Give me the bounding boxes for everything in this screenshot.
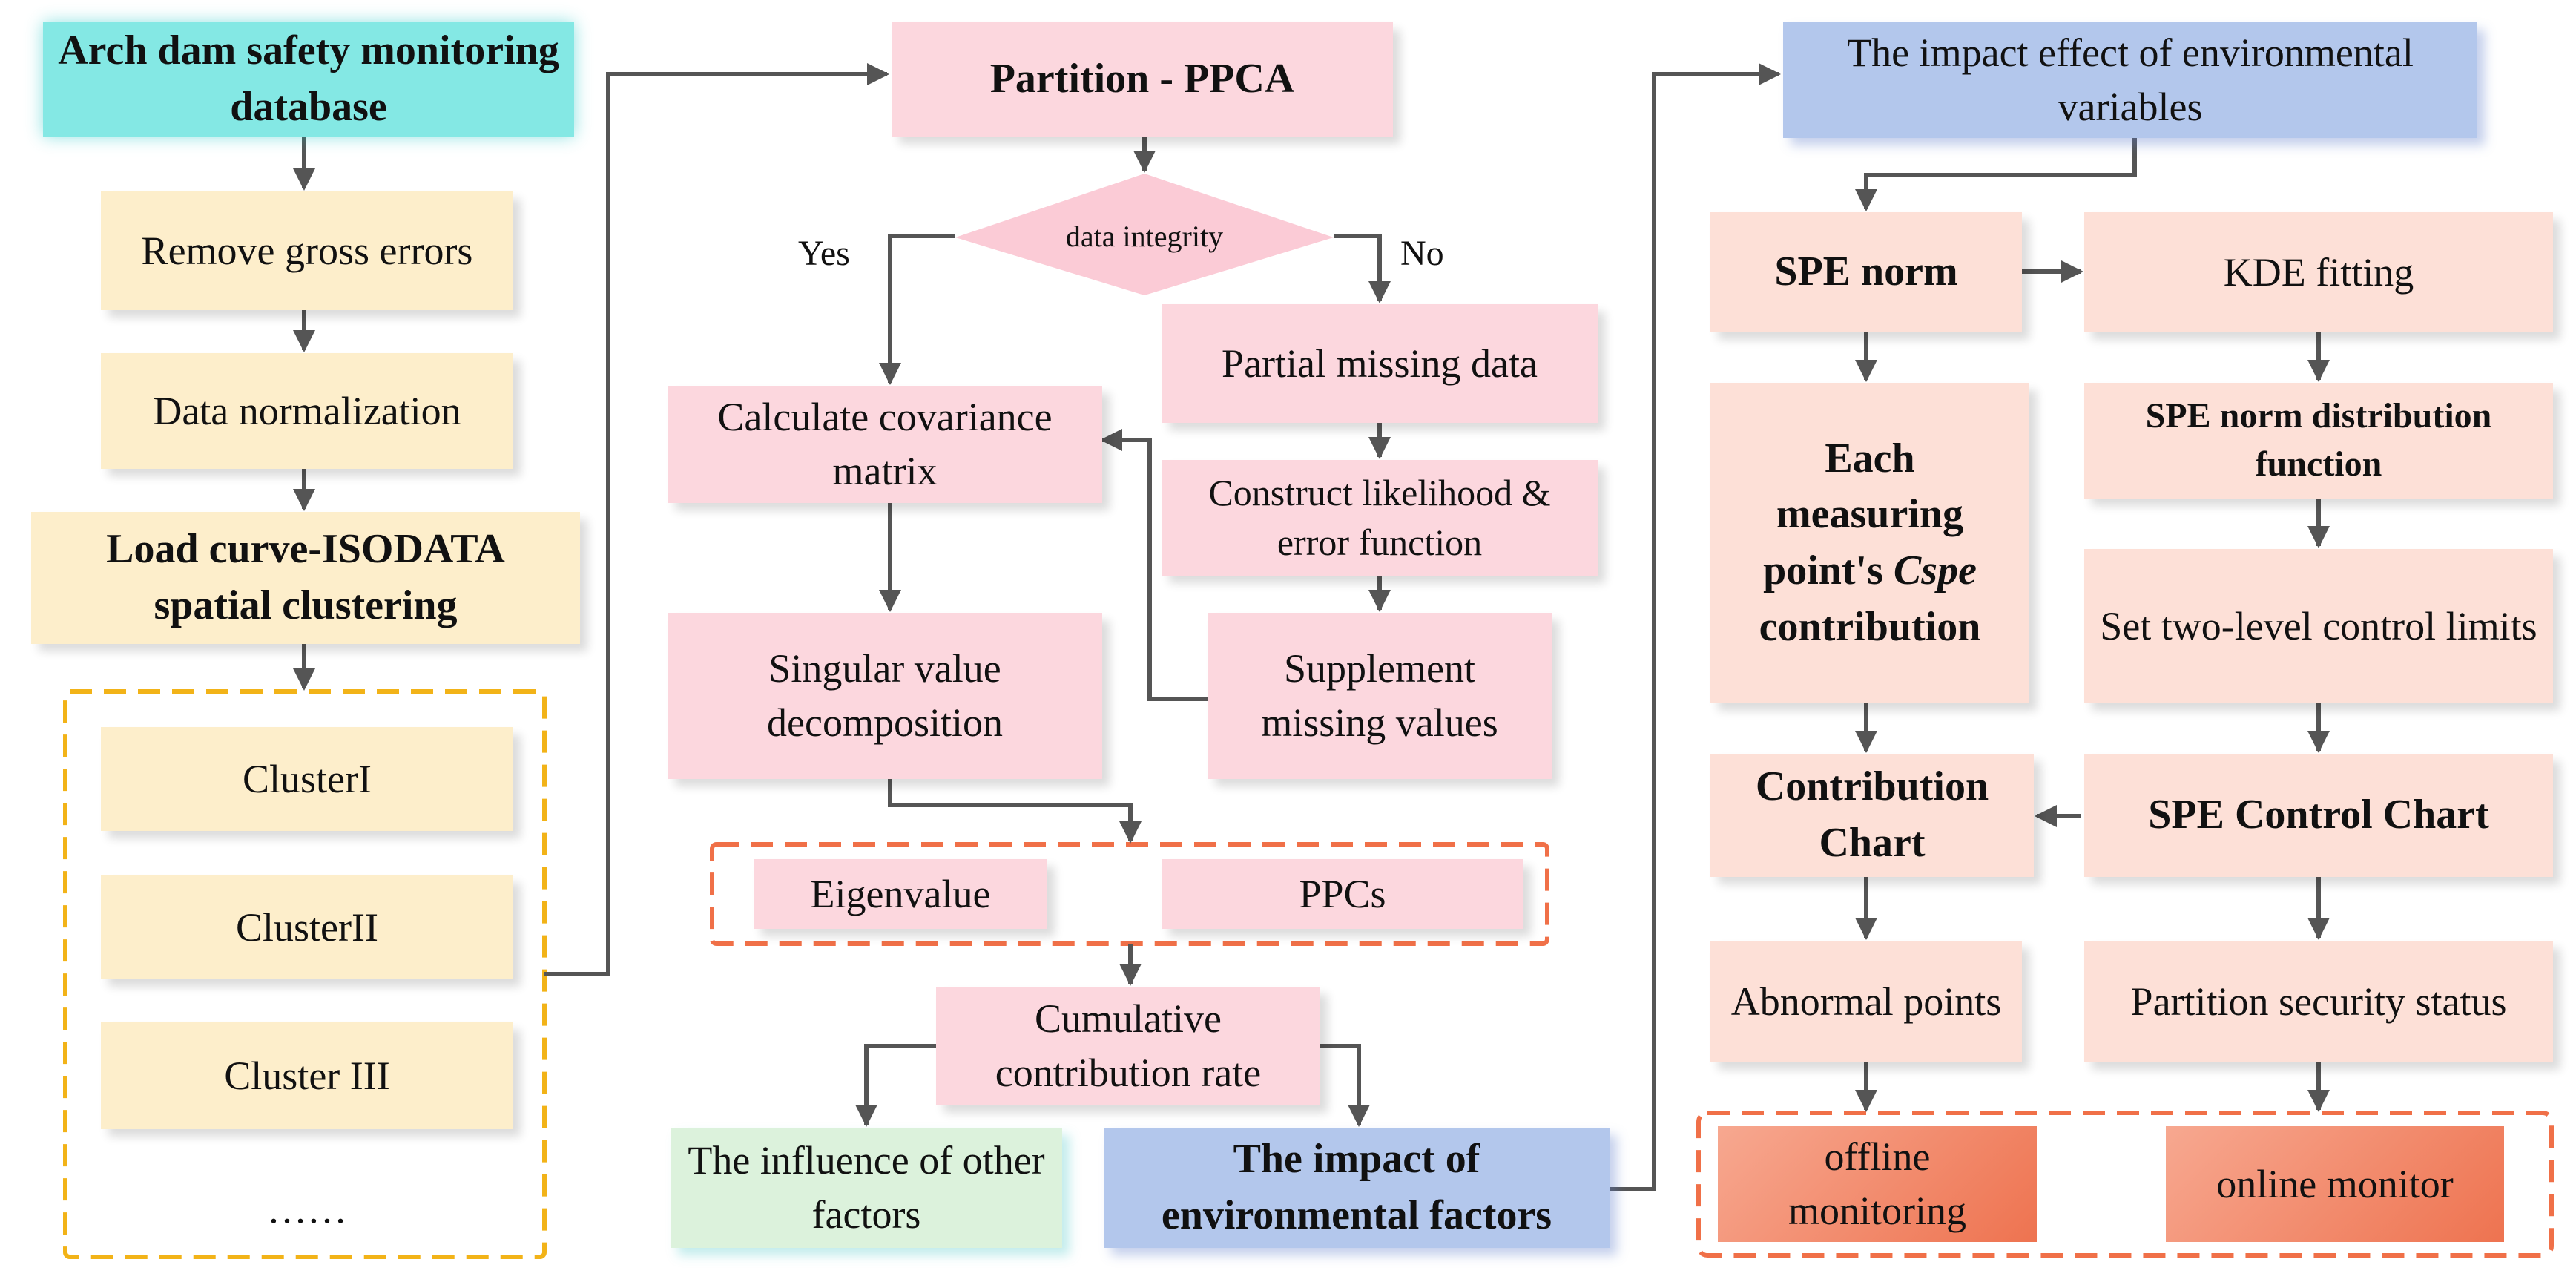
measuring-point-contribution-text: Each measuring point's Cspe contribution bbox=[1740, 431, 2000, 655]
ppcs-box: PPCs bbox=[1162, 859, 1523, 929]
security-status-box: Partition security status bbox=[2084, 941, 2553, 1062]
impact-effect-box: The impact effect of environmental varia… bbox=[1783, 22, 2477, 138]
eigenvalue-box: Eigenvalue bbox=[754, 859, 1047, 929]
clustering-box: Load curve-ISODATA spatial clustering bbox=[31, 512, 580, 644]
kde-fitting-box: KDE fitting bbox=[2084, 212, 2553, 332]
likelihood-box: Construct likelihood & error function bbox=[1162, 460, 1598, 576]
offline-monitoring-box: offline monitoring bbox=[1718, 1126, 2037, 1242]
contribution-chart-box: Contribution Chart bbox=[1710, 754, 2034, 877]
monitor-frame bbox=[1696, 1111, 2554, 1258]
covariance-matrix-box: Calculate covariance matrix bbox=[668, 386, 1102, 503]
cluster-2-box: ClusterII bbox=[101, 875, 513, 979]
partial-missing-data-box: Partial missing data bbox=[1162, 304, 1598, 423]
supplement-missing-box: Supplement missing values bbox=[1208, 613, 1552, 779]
data-normalization-box: Data normalization bbox=[101, 353, 513, 469]
data-integrity-diamond bbox=[955, 174, 1334, 295]
spe-control-chart-box: SPE Control Chart bbox=[2084, 754, 2553, 877]
measuring-point-suffix: contribution bbox=[1759, 603, 1981, 650]
data-integrity-label: data integrity bbox=[1065, 220, 1224, 253]
measuring-point-prefix: Each measuring point's bbox=[1763, 435, 1963, 594]
arrow-svd-to-frame bbox=[888, 779, 1142, 844]
partition-ppca-box: Partition - PPCA bbox=[892, 22, 1393, 137]
arrow-frame-to-partition bbox=[544, 63, 889, 976]
online-monitor-box: online monitor bbox=[2166, 1126, 2504, 1242]
yes-label: Yes bbox=[798, 234, 850, 273]
measuring-point-contribution-box: Each measuring point's Cspe contribution bbox=[1710, 383, 2029, 703]
cluster-1-box: ClusterI bbox=[101, 727, 513, 831]
other-factors-box: The influence of other factors bbox=[671, 1128, 1062, 1248]
remove-gross-errors-box: Remove gross errors bbox=[101, 191, 513, 310]
arrow-diamond-yes bbox=[879, 234, 955, 385]
no-label: No bbox=[1400, 234, 1444, 273]
spe-norm-box: SPE norm bbox=[1710, 212, 2022, 332]
cspe-italic: Cspe bbox=[1893, 548, 1977, 594]
arrow-supplement-to-covariance bbox=[1100, 429, 1208, 701]
cluster-ellipsis: …… bbox=[267, 1186, 347, 1232]
arrow-diamond-no bbox=[1334, 234, 1391, 303]
arrow-cumulative-to-env bbox=[1320, 1044, 1370, 1127]
cumulative-contribution-box: Cumulative contribution rate bbox=[936, 987, 1320, 1105]
arrow-env-to-impact-effect bbox=[1610, 63, 1781, 1191]
arrow-impact-to-spe bbox=[1855, 138, 2137, 211]
svd-box: Singular value decomposition bbox=[668, 613, 1102, 779]
spe-distribution-box: SPE norm distribution function bbox=[2084, 383, 2553, 499]
database-box: Arch dam safety monitoring database bbox=[43, 22, 574, 137]
arrow-cumulative-to-other bbox=[855, 1044, 936, 1127]
abnormal-points-box: Abnormal points bbox=[1710, 941, 2022, 1062]
control-limits-box: Set two-level control limits bbox=[2084, 549, 2553, 703]
environmental-factors-box: The impact of environmental factors bbox=[1104, 1128, 1610, 1248]
cluster-3-box: Cluster III bbox=[101, 1022, 513, 1129]
